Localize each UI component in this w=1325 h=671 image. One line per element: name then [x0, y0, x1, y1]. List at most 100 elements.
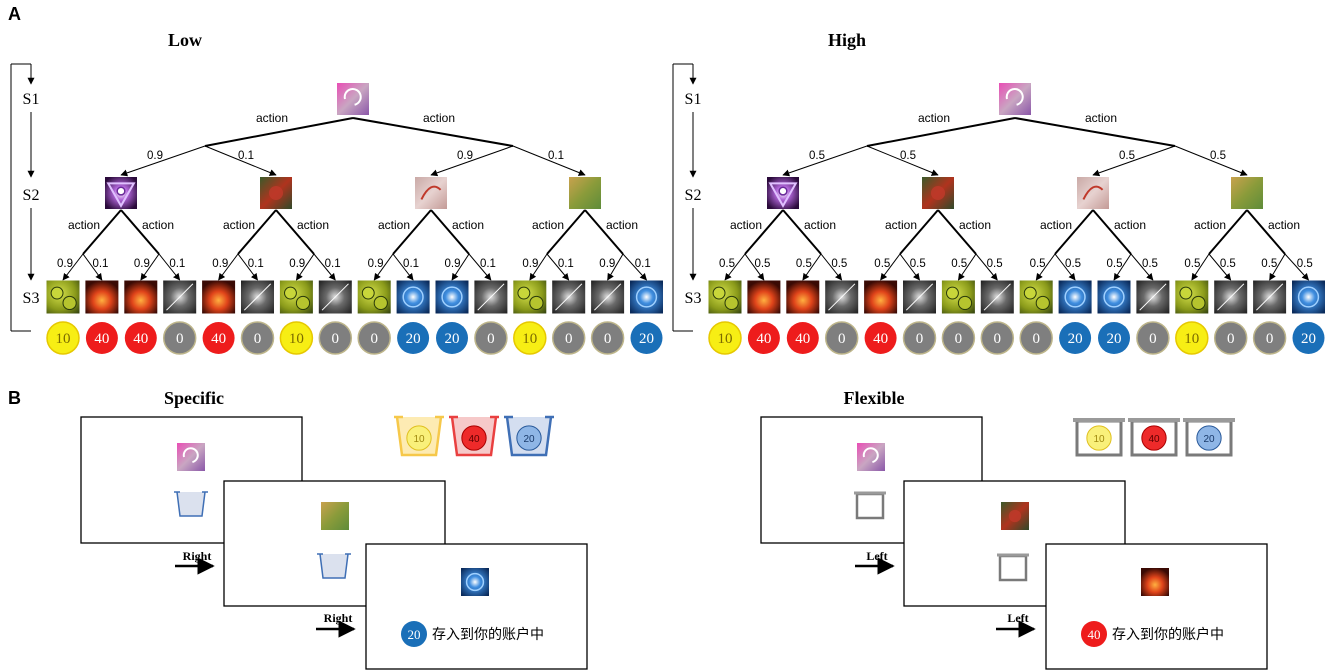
stage3-stimulus: [513, 280, 547, 314]
action-label: action: [452, 218, 484, 232]
stage3-stimulus: [202, 280, 236, 314]
reward-coin: 0: [941, 321, 976, 355]
transition-arrow: [82, 253, 103, 281]
action-line: [1014, 117, 1176, 147]
stage3-stimulus: [786, 280, 820, 314]
transition-arrow: [512, 145, 586, 176]
coin-value: 0: [176, 331, 184, 347]
transition-arrow: [1130, 253, 1154, 281]
transition-prob: 0.5: [1210, 150, 1226, 162]
transition-arrow: [724, 253, 746, 281]
basket-coin-value: 20: [1203, 434, 1215, 445]
feedback-coin: 20: [401, 621, 427, 647]
stage2-stimulus: [415, 177, 447, 209]
coin-value: 40: [795, 331, 810, 347]
action-line: [1208, 209, 1248, 255]
action-label: action: [1268, 218, 1300, 232]
transition-arrow: [880, 253, 901, 281]
transition-prob: 0.5: [719, 258, 735, 270]
transition-arrow: [820, 253, 843, 281]
transition-arrow: [1092, 145, 1176, 177]
stage3-stimulus: [279, 280, 313, 314]
reward-coin: 20: [1098, 322, 1130, 354]
stage3-stimulus: [591, 280, 625, 314]
basket-coin-value: 20: [523, 434, 535, 445]
transition-prob: 0.5: [831, 258, 847, 270]
reward-coin: 40: [202, 322, 235, 354]
transition-prob: 0.5: [754, 258, 770, 270]
transition-prob: 0.5: [1119, 150, 1135, 162]
transition-prob: 0.5: [1261, 258, 1277, 270]
coin-value: 0: [487, 331, 495, 347]
panel-b-label: B: [8, 388, 21, 408]
action-line: [899, 209, 939, 255]
stage-label-s3: S3: [685, 290, 702, 307]
action-label: action: [959, 218, 991, 232]
action-label: action: [804, 218, 836, 232]
transition-prob: 0.9: [57, 258, 73, 270]
transition-prob: 0.5: [1220, 258, 1236, 270]
transition-arrow: [744, 253, 765, 281]
action-label: action: [1085, 111, 1117, 125]
action-label: action: [223, 218, 255, 232]
action-label: action: [256, 111, 288, 125]
sequence-title: Flexible: [844, 388, 905, 408]
action-label: action: [885, 218, 917, 232]
coin-value: 40: [94, 331, 109, 347]
transition-prob: 0.1: [480, 258, 496, 270]
transition-arrow: [607, 253, 624, 281]
keypress-label: Left: [866, 549, 887, 563]
reward-coin: 0: [980, 321, 1015, 355]
feedback-coin: 40: [1081, 621, 1107, 647]
stage3-stimulus: [318, 280, 352, 314]
reward-coin: 0: [1136, 321, 1170, 355]
coin-value: 0: [254, 331, 262, 347]
transition-prob: 0.1: [248, 258, 264, 270]
reward-coin: 40: [786, 322, 819, 354]
screen-feedback: [365, 543, 588, 670]
transition-arrow: [802, 253, 822, 281]
transition-arrow: [975, 253, 998, 281]
stage3-stimulus: [163, 280, 197, 314]
coin-value: 20: [639, 331, 654, 347]
transition-arrow: [1174, 145, 1248, 176]
transition-arrow: [1054, 253, 1076, 281]
stage3-stimulus: [46, 280, 80, 314]
stage-label-s1: S1: [685, 91, 702, 108]
action-line: [204, 117, 354, 147]
action-label: action: [378, 218, 410, 232]
coin-value: 10: [289, 331, 304, 347]
action-line: [120, 209, 160, 255]
basket-legend: 40: [449, 415, 499, 457]
reward-coin: 20: [630, 322, 663, 354]
reward-coin: 40: [85, 322, 118, 354]
coin-value: 20: [1301, 331, 1316, 347]
transition-arrow: [237, 253, 258, 281]
stage-label-s1: S1: [23, 91, 40, 108]
reward-coin: 0: [318, 321, 353, 355]
transition-prob: 0.9: [445, 258, 461, 270]
action-line: [1054, 209, 1094, 255]
action-line: [82, 209, 122, 255]
stage3-stimulus: [708, 280, 742, 314]
stage1-stimulus: [999, 83, 1031, 115]
panel-a-label: A: [8, 4, 21, 24]
transition-arrow: [622, 253, 647, 281]
screen-basket: [174, 491, 208, 517]
stage3-stimulus: [1019, 280, 1053, 314]
stage3-stimulus: [85, 280, 119, 314]
action-label: action: [297, 218, 329, 232]
feedback-message: 存入到你的账户中: [432, 626, 544, 643]
coin-value: 0: [1032, 331, 1040, 347]
stage3-stimulus: [1097, 280, 1131, 314]
coin-value: 0: [1266, 331, 1274, 347]
basket-legend: 10: [1073, 418, 1125, 457]
transition-arrow: [899, 253, 920, 281]
transition-prob: 0.1: [92, 258, 108, 270]
basket-coin-value: 40: [1148, 434, 1160, 445]
stage2-stimulus: [569, 177, 601, 209]
stage3-stimulus: [1253, 280, 1287, 314]
